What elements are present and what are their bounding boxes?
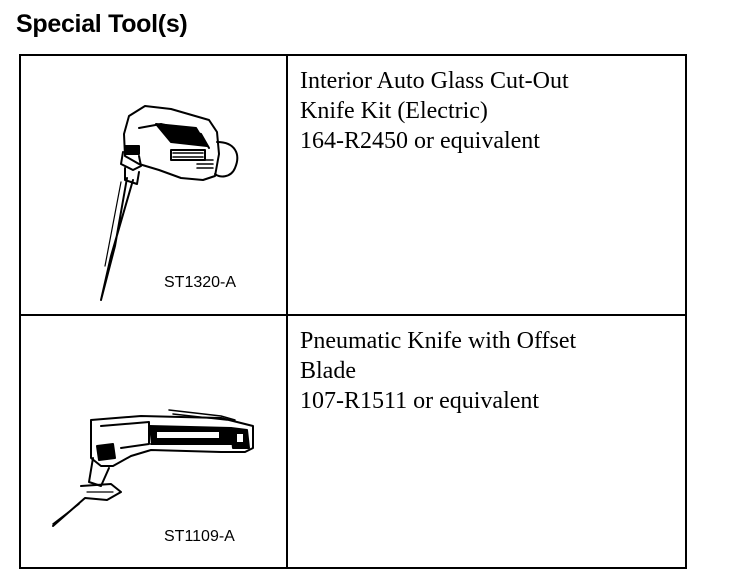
tool-name-line: Blade bbox=[300, 358, 356, 384]
electric-cutout-knife-icon bbox=[100, 105, 239, 301]
tool-image-cell: ST1109-A bbox=[21, 316, 288, 567]
tool-row: ST1109-A Pneumatic Knife with Offset Bla… bbox=[21, 316, 685, 567]
tool-description: Pneumatic Knife with Offset Blade 107-R1… bbox=[300, 326, 685, 416]
tool-description-cell: Interior Auto Glass Cut-Out Knife Kit (E… bbox=[288, 56, 685, 314]
special-tools-table: ST1320-A Interior Auto Glass Cut-Out Kni… bbox=[19, 54, 687, 569]
tool-name-line: Interior Auto Glass Cut-Out bbox=[300, 68, 569, 94]
pneumatic-knife-icon bbox=[52, 409, 254, 527]
tool-part-number: 107-R1511 or equivalent bbox=[300, 388, 540, 414]
tool-row: ST1320-A Interior Auto Glass Cut-Out Kni… bbox=[21, 56, 685, 316]
tool-figure-code: ST1320-A bbox=[164, 274, 237, 291]
tool-part-number: 164-R2450 or equivalent bbox=[300, 128, 540, 154]
tool-name-line: Knife Kit (Electric) bbox=[300, 98, 488, 124]
tool-figure-code: ST1109-A bbox=[164, 528, 235, 545]
tool-description-cell: Pneumatic Knife with Offset Blade 107-R1… bbox=[288, 316, 685, 567]
tool-image-cell: ST1320-A bbox=[21, 56, 288, 314]
page-title: Special Tool(s) bbox=[16, 10, 188, 38]
tool-description: Interior Auto Glass Cut-Out Knife Kit (E… bbox=[300, 66, 685, 156]
tool-name-line: Pneumatic Knife with Offset bbox=[300, 328, 577, 354]
